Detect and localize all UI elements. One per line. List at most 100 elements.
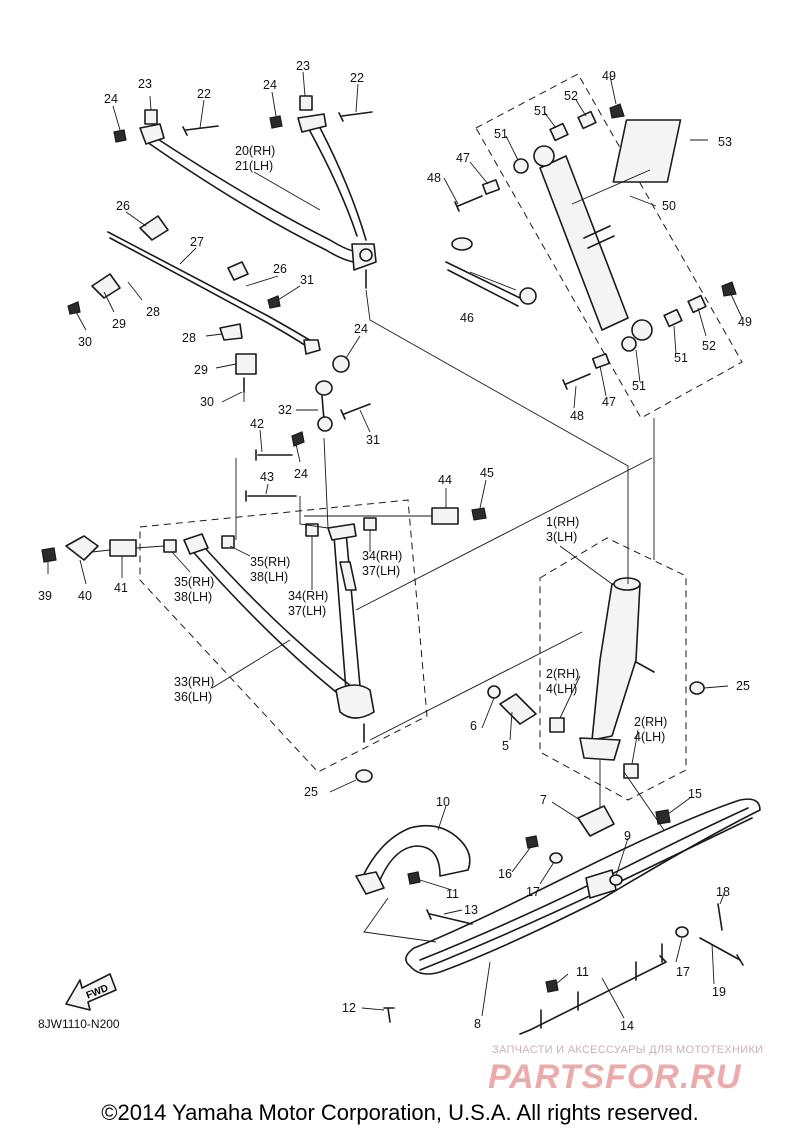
diagram-code: 8JW1110-N200 [38,1017,120,1031]
upper-a-arm [139,113,377,289]
preload-adjuster [445,237,537,307]
callout-12: 12 [342,1001,356,1015]
callout-33-rh: 33(RH) [174,675,214,689]
callout-13: 13 [464,903,478,917]
callout-31: 31 [300,273,314,287]
spindle [579,577,655,761]
callout-23: 23 [296,59,310,73]
callout-11: 11 [576,965,589,979]
upper-arm-hardware [113,95,373,262]
callout-17: 17 [526,885,540,899]
callout-9: 9 [624,829,631,843]
callout-46: 46 [460,311,474,325]
callout-28: 28 [182,331,196,345]
callout-7: 7 [540,793,547,807]
callout-41: 41 [114,581,128,595]
callout-45: 45 [480,466,494,480]
callout-29: 29 [112,317,126,331]
assembly-connection-lines [91,289,665,943]
callout-26: 26 [116,199,130,213]
callout-35-rh: 35(RH) [250,555,290,569]
leader-lines [47,71,743,1019]
callout-17: 17 [676,965,690,979]
callout-22: 22 [350,71,364,85]
callout-38-lh: 38(LH) [250,570,288,584]
callout-52: 52 [702,339,716,353]
callout-42: 42 [250,417,264,431]
callout-24: 24 [354,322,368,336]
lower-a-arm [183,523,375,743]
callout-37-lh: 37(LH) [288,604,326,618]
callout-4-lh: 4(LH) [546,682,577,696]
callout-39: 39 [38,589,52,603]
callout-53: 53 [718,135,732,149]
callout-44: 44 [438,473,452,487]
callout-30: 30 [78,335,92,349]
callout-48: 48 [570,409,584,423]
callout-34-rh: 34(RH) [362,549,402,563]
callout-35-rh: 35(RH) [174,575,214,589]
callout-24: 24 [294,467,308,481]
spindle-hardware [355,681,705,837]
callout-24: 24 [263,78,277,92]
stabilizer-link [245,380,371,502]
callout-8: 8 [474,1017,481,1031]
callout-18: 18 [716,885,730,899]
callout-34-rh: 34(RH) [288,589,328,603]
callout-2-rh: 2(RH) [546,667,579,681]
callout-32: 32 [278,403,292,417]
forward-arrow-icon: FWD [65,973,117,1011]
callout-10: 10 [436,795,450,809]
spindle-assembly-boundary [539,537,687,801]
callout-27: 27 [190,235,204,249]
callout-26: 26 [273,262,287,276]
callout-37-lh: 37(LH) [362,564,400,578]
callout-51: 51 [494,127,508,141]
copyright-notice: ©2014 Yamaha Motor Corporation, U.S.A. A… [101,1100,699,1125]
callout-21-lh: 21(LH) [235,159,273,173]
callout-50: 50 [662,199,676,213]
lower-arm-assembly-boundary [139,499,428,773]
callout-1-rh: 1(RH) [546,515,579,529]
watermark-logo: PARTSFOR.RU [488,1058,742,1096]
callout-5: 5 [502,739,509,753]
callout-31: 31 [366,433,380,447]
callout-3-lh: 3(LH) [546,530,577,544]
ski-hardware [383,809,744,1023]
callout-38-lh: 38(LH) [174,590,212,604]
callout-51: 51 [534,104,548,118]
callout-4-lh: 4(LH) [634,730,665,744]
callout-25: 25 [304,785,318,799]
callout-22: 22 [197,87,211,101]
shock-assembly-boundary [475,73,743,419]
callout-52: 52 [564,89,578,103]
callout-23: 23 [138,77,152,91]
callout-47: 47 [456,151,470,165]
wear-rod [519,943,667,1035]
callout-30: 30 [200,395,214,409]
callout-16: 16 [498,867,512,881]
callout-40: 40 [78,589,92,603]
callout-14: 14 [620,1019,634,1033]
callout-28: 28 [146,305,160,319]
callout-19: 19 [712,985,726,999]
callout-51: 51 [632,379,646,393]
stabilizer-bar [67,215,350,393]
callout-2-rh: 2(RH) [634,715,667,729]
ski [405,798,761,975]
watermark-caption: ЗАПЧАСТИ И АКСЕССУАРЫ ДЛЯ МОТОТЕХНИКИ [492,1044,764,1056]
part-callouts: 23 22 24 23 22 24 20(RH) 21(LH) 26 27 26… [38,59,752,1033]
callout-11: 11 [446,887,459,901]
callout-48: 48 [427,171,441,185]
shock-absorber [454,103,737,390]
callout-36-lh: 36(LH) [174,690,212,704]
callout-49: 49 [738,315,752,329]
callout-20-rh: 20(RH) [235,144,275,158]
callout-29: 29 [194,363,208,377]
callout-25: 25 [736,679,750,693]
callout-6: 6 [470,719,477,733]
callout-24: 24 [104,92,118,106]
callout-47: 47 [602,395,616,409]
ski-handle [355,824,471,895]
